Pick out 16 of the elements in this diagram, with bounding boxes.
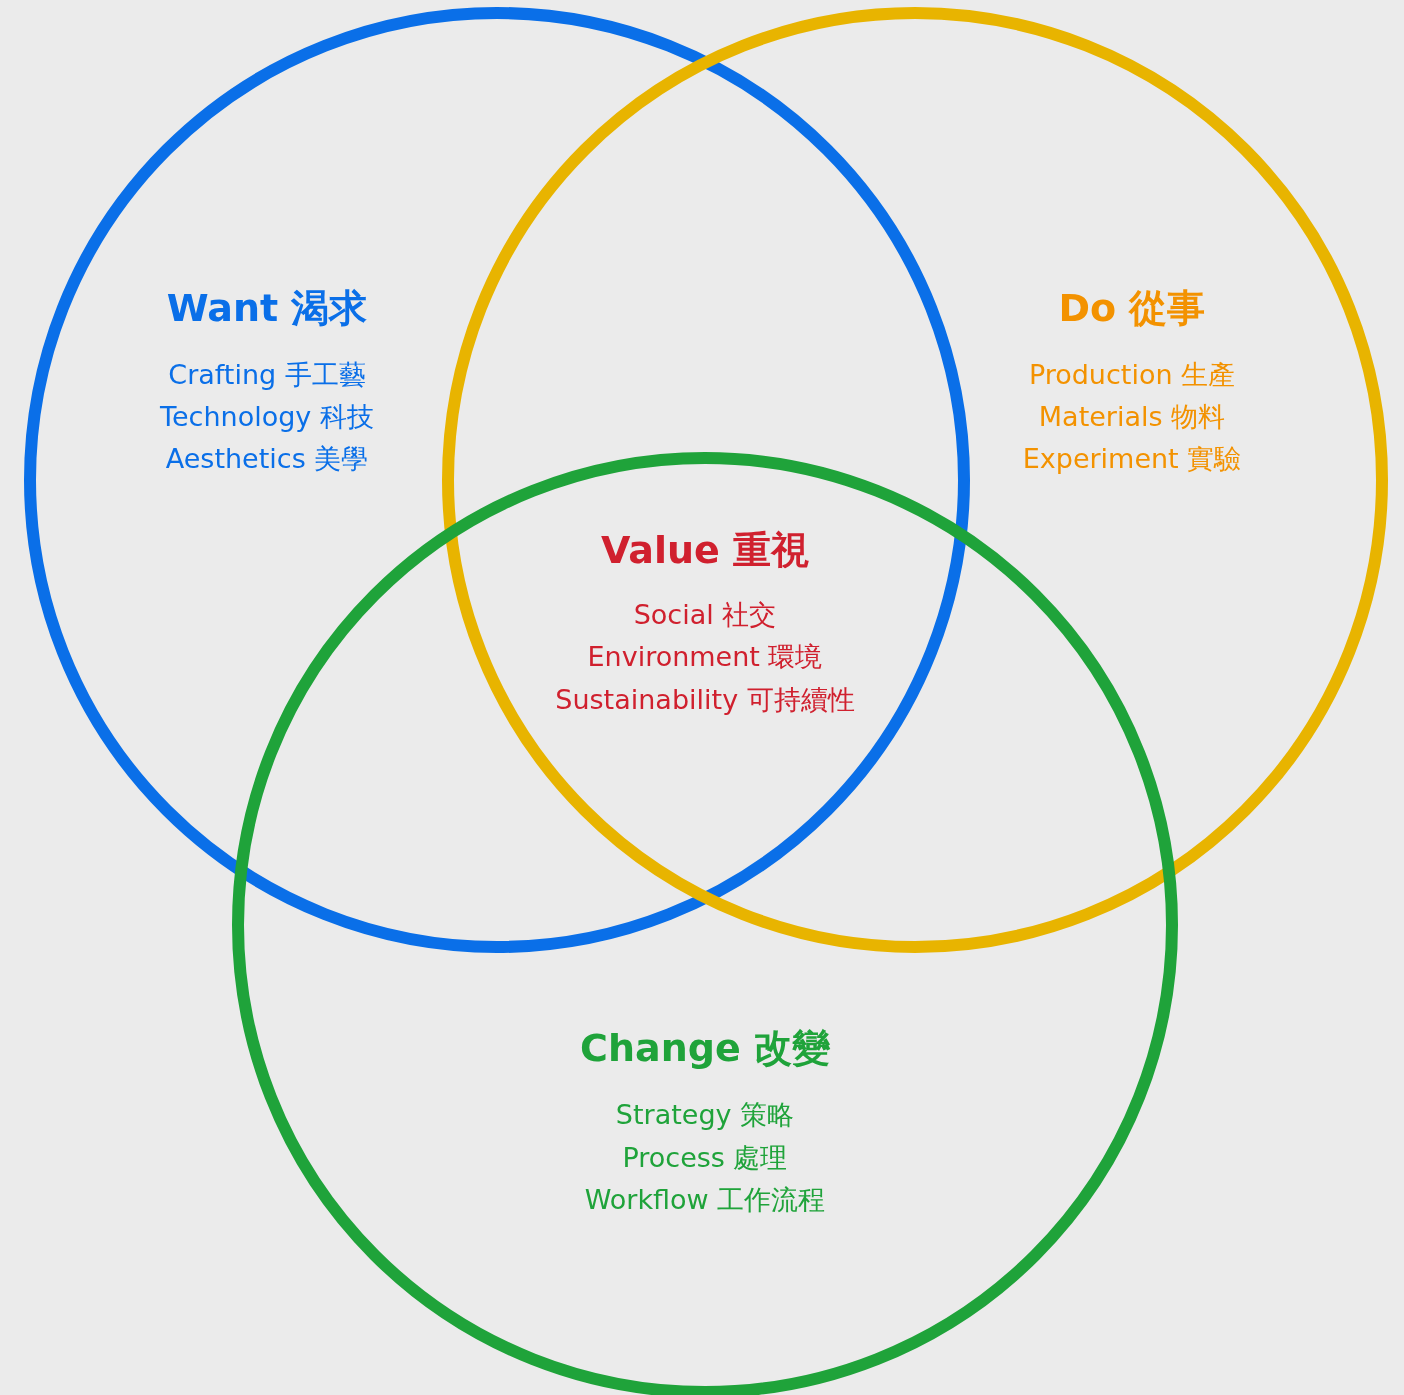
circle-item: Experiment 實驗 [1022, 444, 1242, 474]
circle-item: Technology 科技 [160, 402, 374, 432]
circle-item: Strategy 策略 [615, 1100, 795, 1130]
circle-item: Workflow 工作流程 [584, 1185, 826, 1215]
circle-item: Process 處理 [622, 1143, 788, 1173]
circle-item: Crafting 手工藝 [168, 360, 366, 390]
circle-heading: Change 改變 [580, 1028, 830, 1070]
center-item: Sustainability 可持續性 [555, 685, 855, 715]
circle-heading: Want 渴求 [166, 288, 368, 330]
circle-item: Production 生產 [1028, 360, 1236, 390]
circle-item: Aesthetics 美學 [165, 444, 369, 474]
circle-heading: Do 從事 [1058, 288, 1206, 330]
center-heading: Value 重視 [600, 530, 810, 572]
center-item: Environment 環境 [587, 642, 823, 672]
circle-item: Materials 物料 [1038, 402, 1226, 432]
center-item: Social 社交 [633, 600, 777, 630]
